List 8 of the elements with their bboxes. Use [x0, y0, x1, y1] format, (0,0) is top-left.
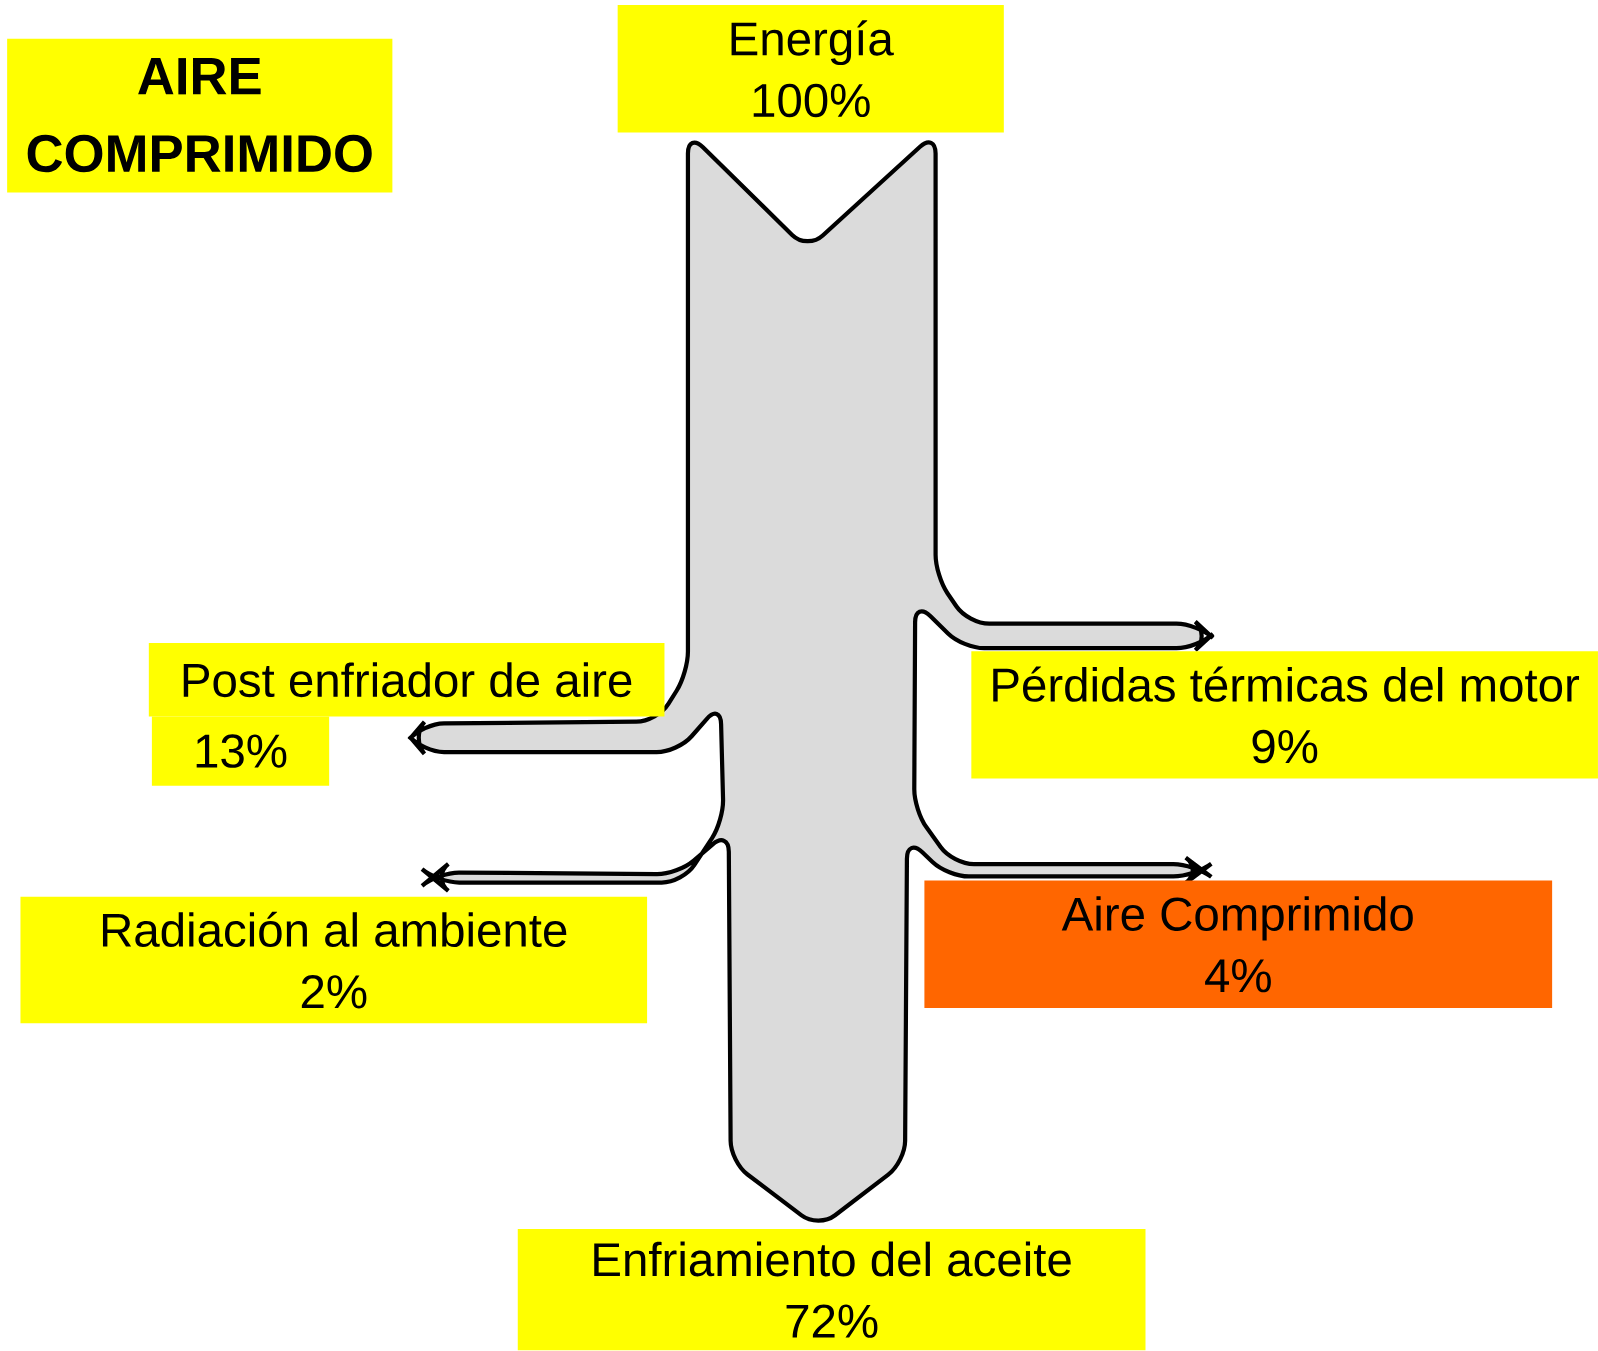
label-box: Pérdidas térmicas del motor 9% [971, 651, 1598, 779]
label-box: 13% [151, 716, 330, 786]
title-box: AIRE COMPRIMIDO [7, 38, 393, 193]
label-box: Enfriamiento del aceite 72% [517, 1228, 1146, 1351]
label-box: Radiación al ambiente 2% [20, 896, 648, 1024]
label-box: Energía 100% [617, 4, 1004, 133]
node-label: 13% [196, 734, 287, 768]
label-box: Aire Comprimido 4% [924, 880, 1553, 1008]
